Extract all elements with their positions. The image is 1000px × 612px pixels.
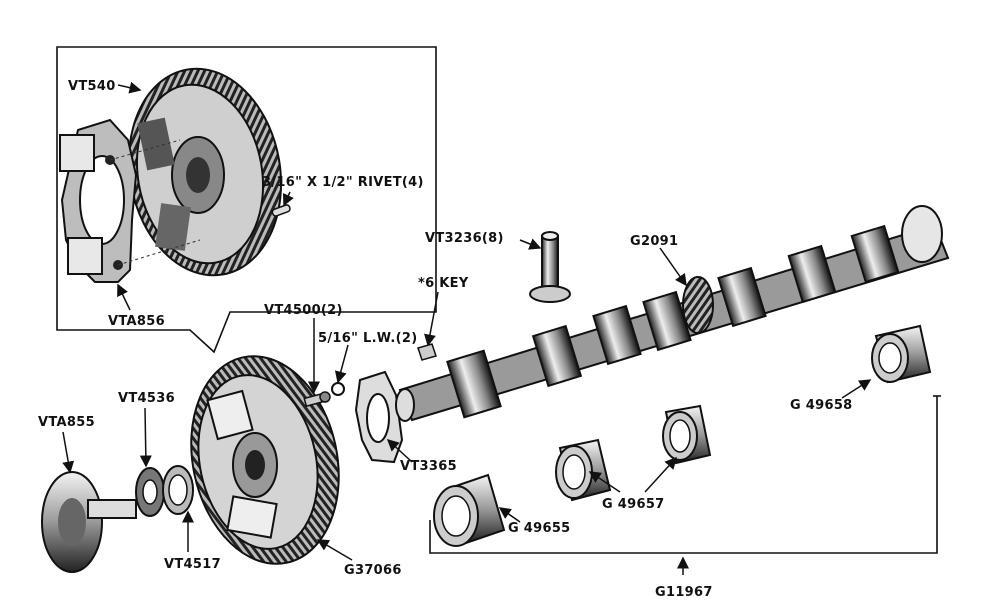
hub-vta855 xyxy=(41,471,137,573)
bolt-vt4500 xyxy=(303,391,331,408)
label-rivet: 3/16" X 1/2" RIVET(4) xyxy=(262,175,424,190)
label-vt4536: VT4536 xyxy=(118,391,175,406)
label-vt540: VT540 xyxy=(68,79,116,94)
spacer-vt4517 xyxy=(162,465,194,515)
inset-thrust-plate-vta856 xyxy=(59,118,201,283)
label-vt4517: VT4517 xyxy=(164,557,221,572)
inset-callout-frame xyxy=(56,46,437,354)
label-key: *6 KEY xyxy=(418,276,469,291)
label-vta856: VTA856 xyxy=(108,314,165,329)
camshaft-g2091 xyxy=(395,205,950,422)
label-g49658: G 49658 xyxy=(790,398,853,413)
label-g49655: G 49655 xyxy=(508,521,571,536)
label-vta855: VTA855 xyxy=(38,415,95,430)
leader-lines xyxy=(62,81,872,561)
woodruff-key xyxy=(417,343,437,361)
label-g11967: G11967 xyxy=(655,585,713,600)
label-g37066: G37066 xyxy=(344,563,402,578)
part-labels: VT540 3/16" X 1/2" RIVET(4) VTA856 VT323… xyxy=(38,79,853,600)
tappet-vt3236 xyxy=(529,231,571,303)
label-g2091: G2091 xyxy=(630,234,678,249)
bearing-g49658 xyxy=(871,324,932,384)
rivet xyxy=(271,204,291,217)
label-vt3236: VT3236(8) xyxy=(425,231,504,246)
inset-gear-vt540 xyxy=(127,67,283,277)
label-vt3365: VT3365 xyxy=(400,459,457,474)
timing-gear-g37066 xyxy=(190,355,340,565)
gasket-vt3365 xyxy=(354,370,404,464)
label-vt4500: VT4500(2) xyxy=(264,303,343,318)
bearing-g49657-a xyxy=(555,438,612,502)
lock-washer xyxy=(331,382,345,396)
washer-vt4536 xyxy=(135,467,165,517)
bearing-set-bracket-g11967 xyxy=(429,395,941,575)
label-lw: 5/16" L.W.(2) xyxy=(318,331,417,346)
label-g49657: G 49657 xyxy=(602,497,665,512)
bearing-g49657-b xyxy=(662,404,712,465)
bearing-g49655 xyxy=(433,473,506,547)
